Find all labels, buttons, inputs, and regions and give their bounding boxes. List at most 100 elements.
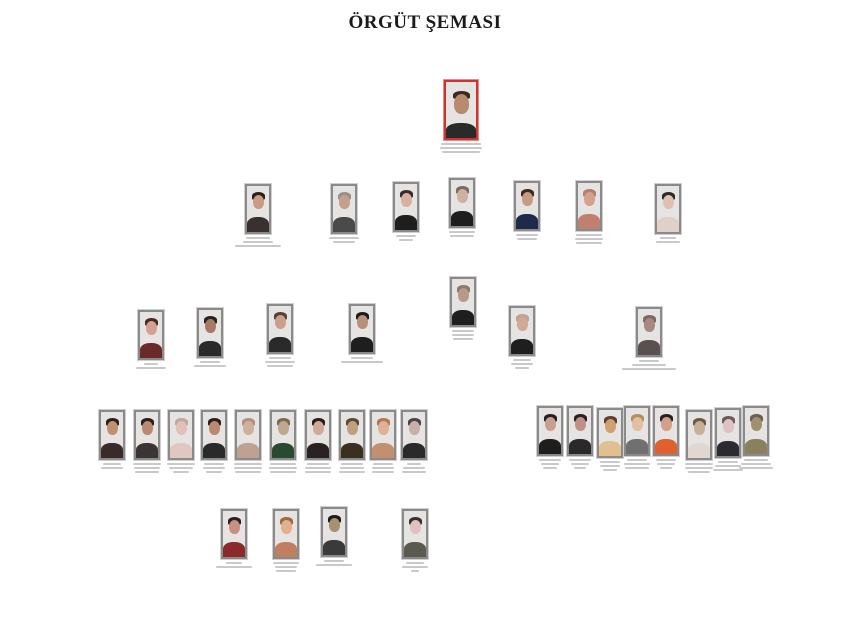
member-photo	[509, 306, 535, 356]
caption-illegible	[622, 360, 676, 370]
member-photo	[450, 277, 476, 327]
caption-illegible	[509, 359, 535, 369]
member-card	[567, 406, 593, 469]
member-card	[450, 277, 476, 340]
caption-illegible	[713, 461, 743, 471]
person-silhouette-icon	[237, 443, 259, 458]
member-photo	[393, 182, 419, 232]
member-photo	[168, 410, 194, 460]
caption-illegible	[329, 237, 359, 243]
caption-illegible	[514, 234, 540, 240]
caption-illegible	[370, 463, 396, 473]
person-silhouette-icon	[451, 211, 473, 226]
caption-illegible	[265, 357, 295, 367]
person-silhouette-icon	[203, 443, 225, 458]
member-card	[597, 408, 623, 471]
member-card	[575, 181, 603, 244]
member-card	[341, 304, 383, 363]
caption-illegible	[393, 235, 419, 241]
member-card	[402, 509, 428, 572]
caption-illegible	[402, 562, 428, 572]
member-card	[99, 410, 125, 469]
leader-card	[440, 80, 482, 153]
member-card	[316, 507, 352, 566]
person-silhouette-icon	[341, 443, 363, 458]
person-silhouette-icon	[655, 439, 677, 454]
person-silhouette-icon	[372, 443, 394, 458]
caption-illegible	[194, 361, 226, 367]
member-photo	[201, 410, 227, 460]
member-photo	[197, 308, 223, 358]
person-silhouette-icon	[272, 443, 294, 458]
member-card	[234, 410, 262, 473]
member-card	[194, 308, 226, 367]
member-card	[653, 406, 679, 469]
caption-illegible	[450, 330, 476, 340]
caption-illegible	[739, 459, 773, 469]
member-card	[136, 310, 166, 369]
person-silhouette-icon	[333, 217, 355, 232]
caption-illegible	[269, 463, 297, 473]
person-silhouette-icon	[404, 542, 426, 557]
person-silhouette-icon	[717, 441, 739, 456]
person-silhouette-icon	[578, 214, 600, 229]
member-photo	[331, 184, 357, 234]
member-card	[393, 182, 419, 241]
member-photo	[305, 410, 331, 460]
caption-illegible	[339, 463, 365, 473]
caption-illegible	[449, 231, 475, 237]
person-silhouette-icon	[395, 215, 417, 230]
member-card	[655, 184, 681, 243]
caption-illegible	[136, 363, 166, 369]
member-photo	[686, 410, 712, 460]
caption-illegible	[575, 234, 603, 244]
member-card	[339, 410, 365, 473]
member-card	[329, 184, 359, 243]
member-card	[401, 410, 427, 473]
member-card	[133, 410, 161, 473]
member-photo	[576, 181, 602, 231]
member-card	[509, 306, 535, 369]
person-silhouette-icon	[446, 123, 476, 138]
member-photo	[653, 406, 679, 456]
caption-illegible	[99, 463, 125, 469]
member-card	[167, 410, 195, 473]
person-silhouette-icon	[657, 217, 679, 232]
member-photo	[138, 310, 164, 360]
caption-illegible	[597, 461, 623, 471]
member-photo	[370, 410, 396, 460]
member-photo	[321, 507, 347, 557]
person-silhouette-icon	[323, 540, 345, 555]
caption-illegible	[216, 562, 252, 568]
caption-illegible	[341, 357, 383, 363]
member-photo	[624, 406, 650, 456]
caption-illegible	[305, 463, 331, 473]
person-silhouette-icon	[599, 441, 621, 456]
person-silhouette-icon	[223, 542, 245, 557]
member-card	[624, 406, 650, 469]
person-silhouette-icon	[452, 310, 474, 325]
person-silhouette-icon	[247, 217, 269, 232]
member-photo	[134, 410, 160, 460]
caption-illegible	[567, 459, 593, 469]
member-card	[739, 406, 773, 469]
member-photo	[743, 406, 769, 456]
member-card	[269, 410, 297, 473]
member-photo	[537, 406, 563, 456]
leader-photo	[444, 80, 478, 140]
person-silhouette-icon	[569, 439, 591, 454]
person-silhouette-icon	[136, 443, 158, 458]
member-card	[235, 184, 281, 247]
member-card	[537, 406, 563, 469]
member-card	[622, 307, 676, 370]
member-photo	[221, 509, 247, 559]
person-silhouette-icon	[516, 214, 538, 229]
person-silhouette-icon	[275, 542, 297, 557]
person-silhouette-icon	[638, 340, 660, 355]
person-silhouette-icon	[403, 443, 425, 458]
member-card	[713, 408, 743, 471]
caption-illegible	[235, 237, 281, 247]
chart-title: ÖRGÜT ŞEMASI	[348, 12, 502, 33]
person-silhouette-icon	[511, 339, 533, 354]
member-card	[370, 410, 396, 473]
